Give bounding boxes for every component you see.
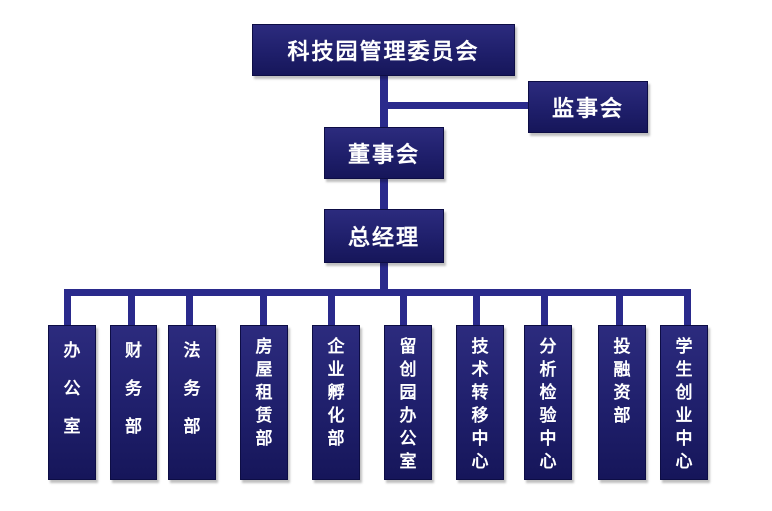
dept-testing: 分析检验中心	[524, 325, 572, 480]
dept-leasing: 房屋租赁部	[240, 325, 288, 480]
supervisory-label: 监事会	[551, 97, 624, 122]
dept-label: 企业孵化部	[327, 337, 345, 449]
connector-dept-3	[186, 292, 193, 325]
connector-dept-9	[616, 292, 623, 325]
connector-gm-bus	[380, 262, 388, 292]
dept-label: 留创园办公室	[399, 337, 417, 472]
dept-label: 财务部	[125, 341, 142, 437]
connector-dept-7	[473, 292, 480, 325]
gm-node: 总经理	[324, 209, 444, 263]
gm-label: 总经理	[347, 226, 420, 251]
connector-department-bus	[64, 289, 691, 296]
connector-dept-8	[541, 292, 548, 325]
dept-label: 办公室	[63, 341, 81, 437]
connector-dept-2	[128, 292, 135, 325]
dept-label: 技术转移中心	[471, 337, 489, 472]
board-node: 董事会	[324, 127, 444, 179]
board-label: 董事会	[347, 143, 420, 168]
connector-dept-4	[260, 292, 267, 325]
connector-board-gm	[380, 178, 388, 209]
dept-tech-transfer: 技术转移中心	[456, 325, 504, 480]
dept-returnee-park: 留创园办公室	[384, 325, 432, 480]
dept-office: 办公室	[48, 325, 96, 480]
dept-student-startup: 学生创业中心	[660, 325, 708, 480]
dept-label: 法务部	[183, 341, 201, 437]
connector-dept-10	[684, 292, 691, 325]
connector-committee-board	[380, 75, 388, 127]
dept-finance: 财务部	[110, 325, 157, 480]
dept-label: 学生创业中心	[675, 337, 693, 472]
dept-legal: 法务部	[168, 325, 216, 480]
committee-label: 科技园管理委员会	[287, 40, 480, 65]
supervisory-node: 监事会	[528, 81, 648, 133]
connector-dept-1	[64, 292, 71, 325]
dept-label: 投融资部	[613, 337, 631, 426]
dept-investment: 投融资部	[598, 325, 646, 480]
committee-node: 科技园管理委员会	[252, 24, 515, 76]
dept-label: 房屋租赁部	[255, 337, 273, 449]
dept-label: 分析检验中心	[539, 337, 557, 472]
connector-dept-6	[400, 292, 407, 325]
dept-incubation: 企业孵化部	[312, 325, 360, 480]
connector-dept-5	[328, 292, 335, 325]
connector-supervisory	[384, 102, 529, 109]
